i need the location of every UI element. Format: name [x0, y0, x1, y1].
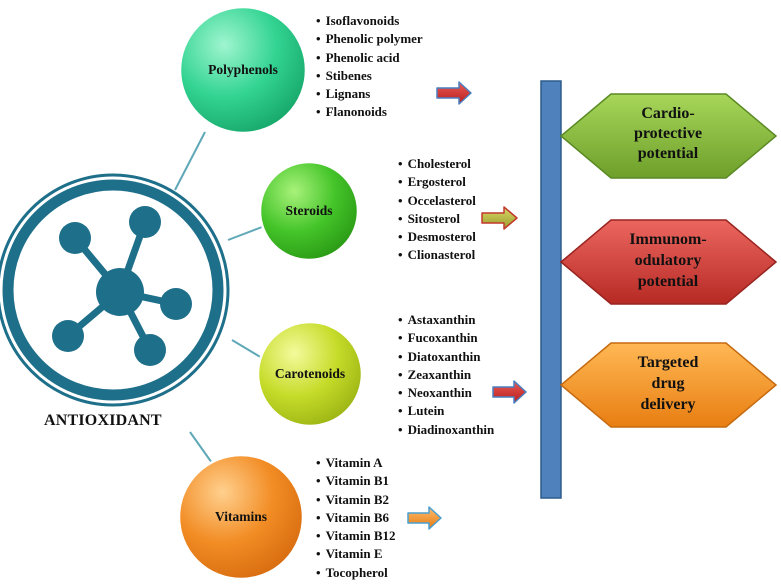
category-polyphenols: Polyphenols	[178, 5, 308, 135]
list-item: Cholesterol	[398, 155, 476, 173]
outcome-line: delivery	[640, 396, 695, 413]
outcome-line: odulatory	[635, 252, 702, 269]
arrow-polyphenols	[436, 81, 472, 105]
list-item: Vitamin B12	[316, 527, 396, 545]
list-item: Zeaxanthin	[398, 366, 494, 384]
list-item: Stibenes	[316, 67, 423, 85]
outcome-immunomodulatory: Immunom- odulatory potential	[559, 219, 778, 305]
list-item: Desmosterol	[398, 228, 476, 246]
steroids-list: Cholesterol Ergosterol Occelasterol Sito…	[398, 155, 476, 265]
connector-vitamins	[189, 431, 213, 464]
outcome-line: potential	[638, 145, 699, 162]
polyphenols-list: Isoflavonoids Phenolic polymer Phenolic …	[316, 12, 423, 122]
vitamins-list: Vitamin A Vitamin B1 Vitamin B2 Vitamin …	[316, 454, 396, 582]
connector-lines	[174, 131, 263, 464]
carotenoids-list: Astaxanthin Fucoxanthin Diatoxanthin Zea…	[398, 311, 495, 439]
list-item: Lutein	[398, 402, 494, 420]
list-item: Diadinoxanthin	[398, 421, 495, 439]
outcome-line: Immunom-	[629, 231, 706, 248]
outcome-cardioprotective: Cardio- protective potential	[559, 93, 778, 179]
connector-polyphenols	[174, 131, 206, 191]
list-item: Flanonoids	[316, 103, 423, 121]
list-item: Neoxanthin	[398, 384, 494, 402]
connector-carotenoids	[231, 339, 263, 359]
outcome-line: drug	[652, 375, 685, 392]
category-label: Carotenoids	[275, 366, 345, 381]
list-item: Diatoxanthin	[398, 348, 494, 366]
list-item: Sitosterol	[398, 210, 476, 228]
list-item: Astaxanthin	[398, 311, 494, 329]
connector-steroids	[227, 226, 263, 241]
list-item: Vitamin B6	[316, 509, 396, 527]
hub-title: ANTIOXIDANT	[44, 412, 162, 429]
outcome-line: Targeted	[638, 354, 699, 371]
category-label: Polyphenols	[208, 62, 278, 77]
collector-bar	[540, 80, 562, 499]
outcome-line: Cardio-	[641, 105, 694, 122]
molecule-icon	[0, 173, 230, 407]
list-item: Vitamin A	[316, 454, 396, 472]
category-carotenoids: Carotenoids	[256, 320, 364, 428]
outcome-line: potential	[638, 273, 699, 290]
category-label: Steroids	[285, 203, 332, 218]
list-item: Phenolic polymer	[316, 30, 423, 48]
category-steroids: Steroids	[258, 160, 360, 262]
list-item: Tocopherol	[316, 564, 396, 582]
outcome-targeted-drug-delivery: Targeted drug delivery	[559, 342, 778, 428]
list-item: Vitamin B2	[316, 491, 396, 509]
list-item: Clionasterol	[398, 246, 476, 264]
arrow-steroids	[481, 206, 518, 230]
list-item: Fucoxanthin	[398, 329, 494, 347]
list-item: Vitamin B1	[316, 472, 396, 490]
list-item: Occelasterol	[398, 192, 476, 210]
arrow-vitamins	[407, 506, 442, 530]
category-label: Vitamins	[215, 509, 267, 524]
outcome-line: protective	[634, 125, 702, 142]
arrow-carotenoids	[492, 380, 527, 404]
list-item: Vitamin E	[316, 545, 396, 563]
list-item: Isoflavonoids	[316, 12, 423, 30]
list-item: Phenolic acid	[316, 49, 423, 67]
list-item: Lignans	[316, 85, 423, 103]
category-vitamins: Vitamins	[177, 453, 305, 581]
list-item: Ergosterol	[398, 173, 476, 191]
